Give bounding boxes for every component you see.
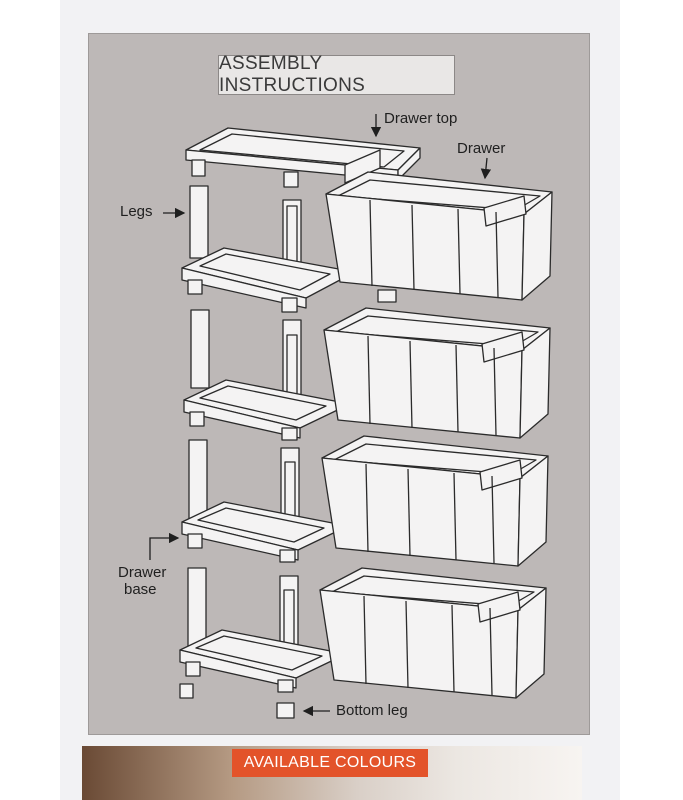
drawer-base-3 [181, 501, 349, 563]
drawer-3 [321, 435, 549, 567]
legs-level-1 [189, 185, 302, 275]
legs-level-2 [190, 309, 302, 409]
drawer-top-part [185, 127, 421, 188]
diagram-title: ASSEMBLY INSTRUCTIONS [218, 53, 455, 96]
bottom-legs [179, 683, 295, 719]
label-drawer-base-line1: Drawer [118, 564, 167, 581]
legs-level-3 [188, 439, 300, 533]
drawer-1 [325, 171, 553, 301]
drawer-base-arrow [149, 532, 180, 560]
drawer-base-4 [179, 629, 347, 693]
label-drawer-base-line2: base [124, 581, 157, 598]
label-legs: Legs [120, 203, 153, 220]
drawer-4 [319, 567, 547, 699]
drawer-arrow [480, 157, 492, 180]
drawer-base-2 [183, 379, 351, 441]
drawer-2 [323, 307, 551, 439]
label-bottom-leg: Bottom leg [336, 702, 408, 719]
label-drawer: Drawer [457, 140, 506, 157]
label-drawer-top: Drawer top [384, 110, 458, 127]
available-colours-badge: AVAILABLE COLOURS [232, 749, 428, 777]
